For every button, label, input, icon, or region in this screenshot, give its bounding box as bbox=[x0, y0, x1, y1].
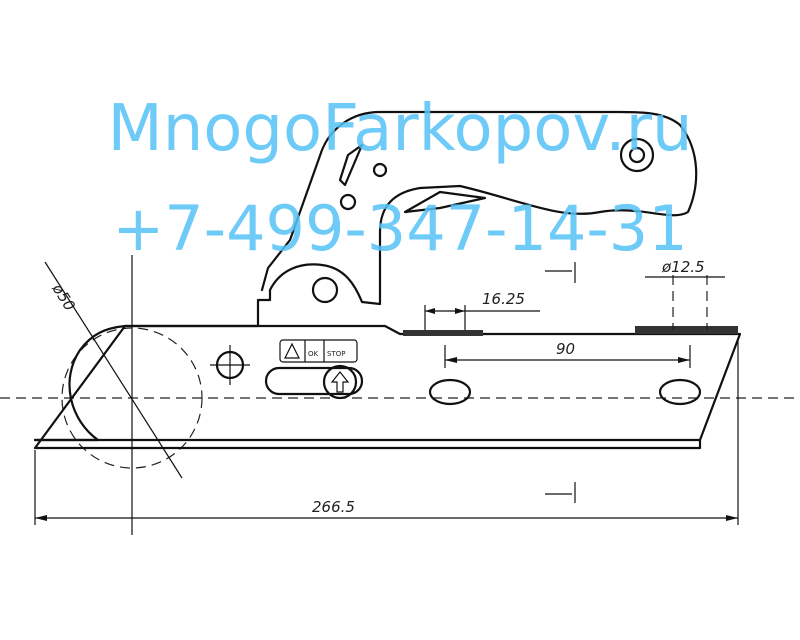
small-bolt bbox=[339, 193, 357, 211]
indicator-pin bbox=[322, 364, 358, 400]
ball-circle bbox=[61, 327, 203, 469]
indicator-label bbox=[279, 339, 358, 363]
pivot-hole bbox=[311, 276, 339, 304]
offset-label: 16.25 bbox=[482, 290, 525, 308]
mount-slot-1 bbox=[428, 378, 472, 406]
indicator-slot bbox=[264, 366, 364, 396]
indicator-stop: STOP bbox=[327, 350, 345, 358]
hole-diameter-label: ø12.5 bbox=[661, 258, 705, 276]
watermark-phone: +7-499-347-14-31 bbox=[112, 192, 688, 265]
watermark-site: MnogoFarkopov.ru bbox=[107, 92, 693, 166]
warning-icon bbox=[284, 342, 300, 359]
indicator-ok: OK bbox=[308, 350, 319, 358]
hole-spacing-label: 90 bbox=[556, 340, 575, 358]
hatched-section-right bbox=[635, 326, 738, 334]
handle-bolt bbox=[619, 137, 655, 173]
ball-diameter-leader bbox=[44, 261, 183, 479]
arrow-up-icon bbox=[330, 371, 350, 393]
small-bolt bbox=[372, 162, 388, 178]
handle-latch bbox=[403, 190, 487, 214]
overall-length-label: 266.5 bbox=[312, 498, 355, 516]
mount-slot-2 bbox=[658, 378, 702, 406]
section-marker-bottom bbox=[545, 482, 576, 503]
handle-slot bbox=[338, 143, 364, 187]
section-marker-top bbox=[545, 262, 576, 283]
coupling-plate bbox=[33, 324, 742, 450]
hatched-section-left bbox=[403, 330, 483, 336]
coupling-body-outline bbox=[33, 110, 698, 442]
